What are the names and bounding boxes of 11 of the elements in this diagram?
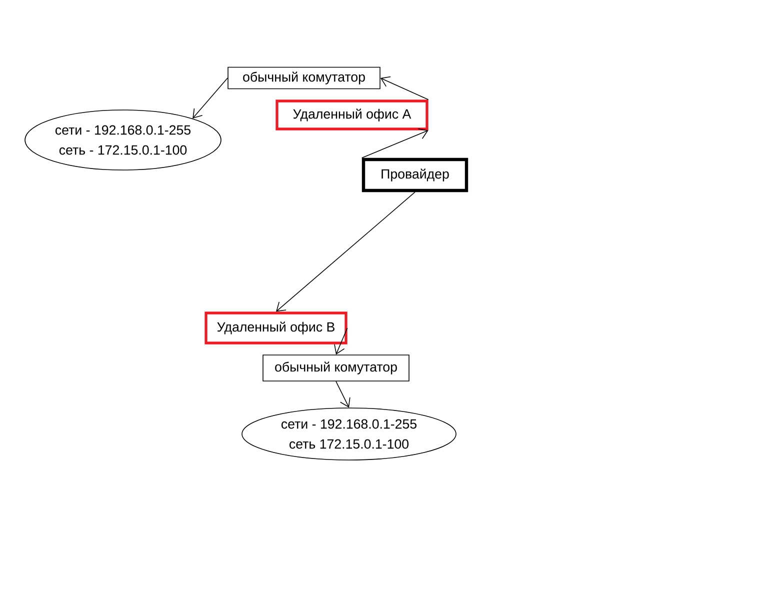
office-box: Удаленный офис B — [204, 312, 348, 344]
arrow — [362, 128, 428, 158]
switch-box: обычный комутатор — [228, 66, 380, 90]
office-box: Удаленный офис A — [276, 100, 428, 130]
switch-box: обычный комутатор — [262, 354, 410, 382]
provider-box: Провайдер — [362, 158, 468, 192]
arrow — [192, 78, 228, 118]
arrow — [380, 76, 429, 100]
arrow — [334, 328, 348, 355]
arrow — [276, 192, 416, 312]
arrow — [336, 381, 350, 408]
